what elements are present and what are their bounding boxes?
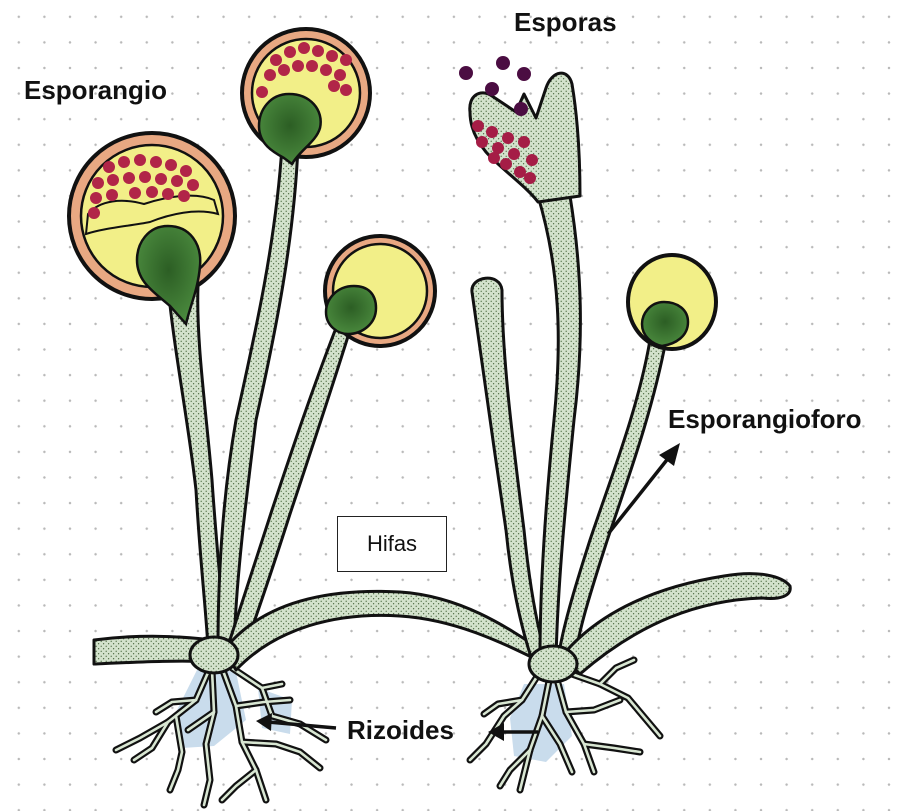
label-rizoides: Rizoides bbox=[347, 717, 454, 743]
sporangium-top bbox=[242, 29, 370, 164]
stolon-hifas bbox=[224, 591, 554, 670]
sporangiophore-4 bbox=[472, 278, 546, 660]
sporangium-mid bbox=[325, 236, 435, 346]
columella-mid bbox=[326, 286, 376, 334]
hifas-label-box: Hifas bbox=[337, 516, 447, 572]
sporangium-left bbox=[69, 133, 235, 324]
label-esporas: Esporas bbox=[514, 9, 617, 35]
columella-left bbox=[137, 226, 200, 324]
stolon-right bbox=[562, 574, 790, 674]
label-hifas: Hifas bbox=[367, 531, 417, 557]
stolon-node-right bbox=[529, 646, 577, 682]
label-esporangio: Esporangio bbox=[24, 77, 167, 103]
label-esporangioforo: Esporangioforo bbox=[668, 406, 862, 432]
sporangiophore-1 bbox=[168, 286, 226, 648]
sporangium-right bbox=[628, 255, 716, 349]
stolon-node-left bbox=[190, 637, 238, 673]
columella-right bbox=[642, 302, 688, 346]
rhizoids-left bbox=[116, 668, 326, 805]
